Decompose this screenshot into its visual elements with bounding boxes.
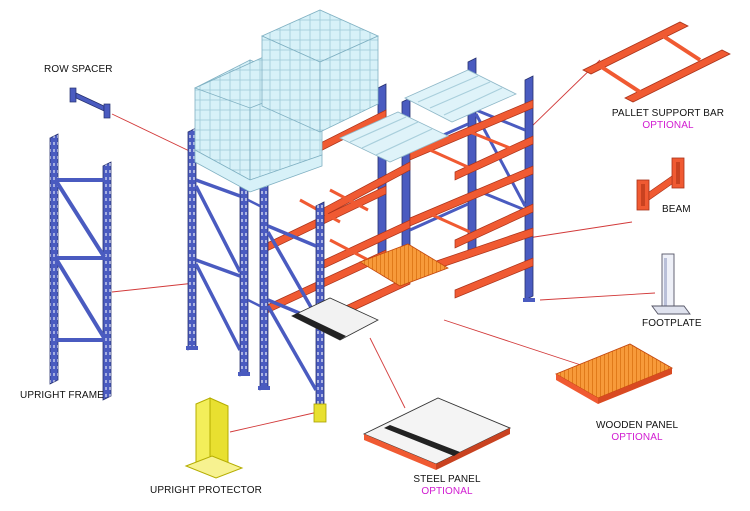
label-row-spacer: ROW SPACER xyxy=(44,64,113,75)
label-upright-frame: UPRIGHT FRAME xyxy=(20,390,104,401)
label-steel-panel: STEEL PANEL OPTIONAL xyxy=(410,474,484,498)
label-upright-protector: UPRIGHT PROTECTOR xyxy=(150,485,262,496)
upright-protector-part xyxy=(184,397,244,479)
upright-frame-part xyxy=(49,133,112,401)
wooden-panel-part xyxy=(554,343,674,404)
label-wooden-panel: WOODEN PANEL OPTIONAL xyxy=(596,420,679,443)
label-beam: BEAM xyxy=(662,204,691,215)
rack-assembly xyxy=(186,9,535,423)
beam-part xyxy=(636,157,685,211)
optional-tag: OPTIONAL xyxy=(642,120,694,131)
optional-tag: OPTIONAL xyxy=(611,432,663,443)
optional-tag: OPTIONAL xyxy=(421,486,473,497)
footplate-part xyxy=(651,253,691,315)
row-spacer-part xyxy=(69,87,111,119)
label-pallet-support-bar: PALLET SUPPORT BAR OPTIONAL xyxy=(611,108,725,131)
installed-wooden-panel xyxy=(359,243,449,287)
pallet-support-bar-part xyxy=(582,21,731,103)
label-footplate: FOOTPLATE xyxy=(642,318,702,329)
steel-panel-part xyxy=(362,397,512,470)
load-stack xyxy=(193,9,379,193)
